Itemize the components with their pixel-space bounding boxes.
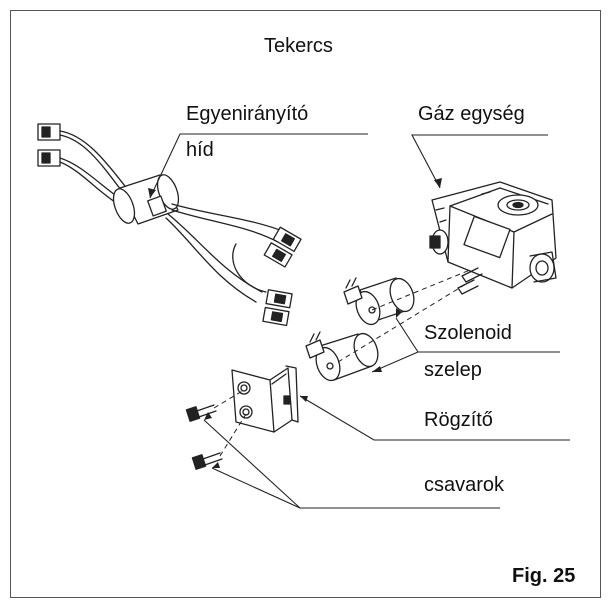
arrow-heads: [148, 178, 442, 468]
rectifier-bridge-drawing: [37, 123, 302, 327]
screw-lower: [191, 452, 223, 470]
figure-number: Fig. 25: [512, 565, 576, 587]
figure-frame: [10, 10, 601, 598]
label-rectifier-line1: Egyenirányító: [186, 103, 309, 125]
screw-upper: [185, 404, 217, 422]
leader-lines: [149, 133, 570, 509]
label-solenoid-line1: Szolenoid: [424, 322, 512, 344]
solenoid-valve-lower: [305, 331, 379, 382]
gas-unit-drawing: [429, 181, 557, 295]
assembly-lines: [213, 269, 471, 457]
bracket-drawing: [231, 365, 299, 433]
label-solenoid-line2: szelep: [424, 359, 482, 381]
diagram-title: Tekercs: [264, 35, 333, 57]
label-screws: csavarok: [424, 474, 505, 496]
solenoid-valve-upper: [343, 277, 415, 326]
label-gas-unit: Gáz egység: [418, 103, 525, 125]
label-bracket: Rögzítő: [424, 409, 493, 431]
label-rectifier-line2: híd: [186, 139, 214, 161]
